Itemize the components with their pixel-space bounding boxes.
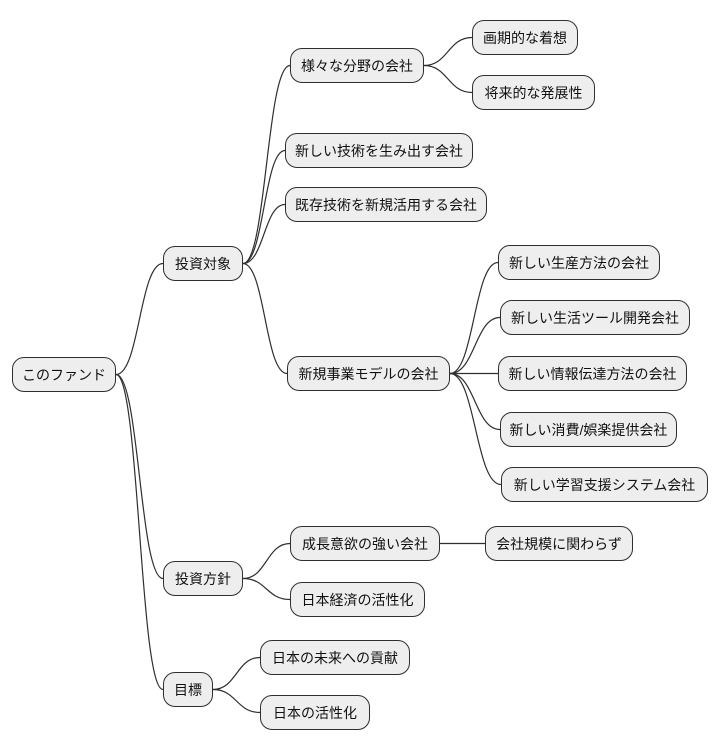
mindmap-node-activate: 日本の活性化 (260, 695, 370, 730)
mindmap-node-growth: 成長意欲の強い会社 (290, 526, 440, 561)
mindmap-node-label: 会社規模に関わらず (496, 535, 622, 552)
edge-target-newmodel (242, 262, 288, 375)
mindmap-node-prod: 新しい生産方法の会社 (498, 245, 660, 280)
mindmap-node-root: このファンド (12, 357, 116, 392)
edge-target-newtech (242, 149, 286, 265)
edge-target-various (242, 64, 291, 265)
mindmap-node-label: 将来的な発展性 (484, 84, 583, 101)
mindmap-node-label: 日本経済の活性化 (301, 591, 414, 608)
mindmap-node-label: 新しい情報伝達方法の会社 (508, 365, 677, 382)
edge-policy-growth (242, 542, 291, 580)
mindmap-node-info: 新しい情報伝達方法の会社 (498, 356, 687, 391)
mindmap-node-goal: 目標 (163, 672, 213, 707)
mindmap-node-label: 日本の未来への貢献 (272, 649, 398, 666)
mindmap-node-label: 新しい消費/娯楽提供会社 (509, 421, 668, 438)
mindmap-node-econ: 日本経済の活性化 (290, 582, 425, 617)
mindmap-node-label: 既存技術を新規活用する会社 (295, 196, 477, 213)
mindmap-node-newtech: 新しい技術を生み出す会社 (285, 133, 473, 168)
edge-newmodel-learn (449, 372, 502, 486)
edge-root-target (115, 262, 164, 376)
mindmap-node-label: 新しい生活ツール開発会社 (511, 309, 679, 326)
edge-newmodel-tool (449, 316, 501, 375)
edge-goal-activate (212, 688, 261, 714)
edge-target-existing (242, 203, 286, 265)
mindmap-node-label: 新規事業モデルの会社 (298, 365, 439, 382)
mindmap-node-label: 新しい技術を生み出す会社 (295, 142, 463, 159)
mindmap-node-newmodel: 新規事業モデルの会社 (287, 356, 450, 391)
mindmap-node-label: このファンド (22, 366, 106, 383)
edge-root-policy (115, 373, 164, 580)
mindmap-node-label: 成長意欲の強い会社 (302, 535, 428, 552)
edge-various-idea (423, 36, 473, 67)
mindmap-node-label: 投資対象 (175, 255, 231, 272)
edge-newmodel-prod (449, 261, 499, 375)
edge-root-goal (115, 373, 164, 691)
mindmap-node-label: 新しい生産方法の会社 (509, 254, 649, 271)
edge-goal-contrib (212, 656, 261, 691)
edge-various-future (423, 64, 473, 94)
mindmap-node-label: 日本の活性化 (273, 704, 357, 721)
mindmap-node-label: 新しい学習支援システム会社 (513, 476, 696, 493)
mindmap-node-scale: 会社規模に関わらず (485, 526, 633, 561)
mindmap-node-label: 目標 (174, 681, 202, 698)
edge-policy-econ (242, 577, 291, 601)
mindmap-node-future: 将来的な発展性 (472, 75, 595, 110)
mindmap-node-existing: 既存技術を新規活用する会社 (285, 187, 487, 222)
mindmap-node-label: 様々な分野の会社 (301, 57, 413, 74)
mindmap-node-policy: 投資方針 (163, 561, 243, 596)
mindmap-node-idea: 画期的な着想 (472, 20, 578, 55)
mindmap-node-contrib: 日本の未来への貢献 (260, 640, 410, 675)
mindmap-node-label: 画期的な着想 (483, 29, 567, 46)
mindmap-node-various: 様々な分野の会社 (290, 48, 424, 83)
mindmap-node-label: 投資方針 (175, 570, 231, 587)
mindmap-node-learn: 新しい学習支援システム会社 (501, 467, 708, 502)
edge-newmodel-consume (449, 372, 501, 431)
mindmap-node-target: 投資対象 (163, 246, 243, 281)
mindmap-node-tool: 新しい生活ツール開発会社 (500, 300, 690, 335)
mindmap-node-consume: 新しい消費/娯楽提供会社 (500, 412, 677, 447)
